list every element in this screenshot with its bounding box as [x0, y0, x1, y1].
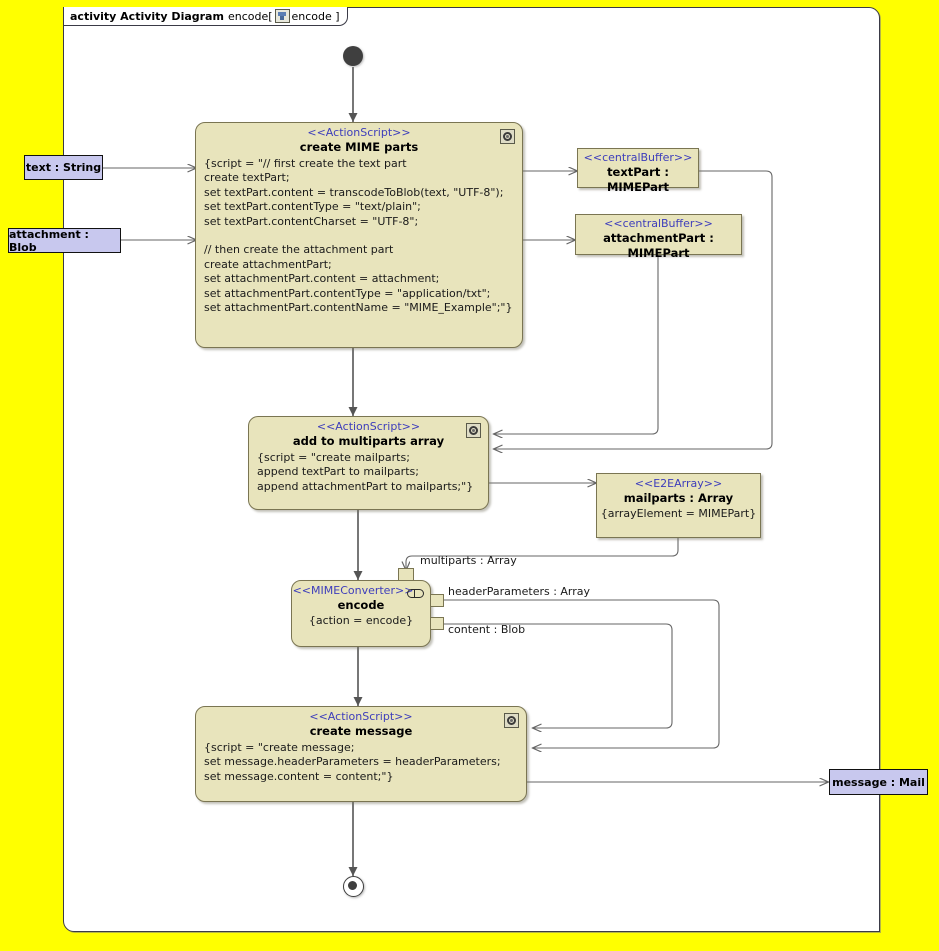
parameter-label: message : Mail — [832, 775, 925, 789]
node-title: add to multiparts array — [292, 434, 445, 448]
activity-parameter-text[interactable]: text : String — [24, 155, 103, 180]
node-script-body: {script = "// first create the text part… — [204, 157, 513, 315]
stereotype-e2earray: <<E2EArray>> — [634, 477, 723, 490]
node-body: {arrayElement = MIMEPart} — [600, 507, 757, 520]
diagram-frame-keyword: activity Activity Diagram — [70, 9, 224, 23]
node-script-body: {script = "create mailparts; append text… — [257, 451, 474, 493]
initial-node[interactable] — [343, 46, 363, 66]
activity-parameter-attachment[interactable]: attachment : Blob — [8, 227, 121, 254]
node-script-body: {script = "create message; set message.h… — [204, 741, 501, 783]
node-title: attachmentPart : MIMEPart — [603, 231, 714, 260]
object-node-mailparts-array[interactable]: <<E2EArray>> mailparts : Array {arrayEle… — [596, 473, 761, 538]
call-behavior-icon — [407, 588, 424, 598]
output-pin-headerparameters[interactable] — [430, 594, 444, 607]
pin-label-multiparts: multiparts : Array — [420, 554, 517, 567]
action-create-mime-parts[interactable]: <<ActionScript>> create MIME parts {scri… — [195, 122, 523, 348]
stereotype-actionscript: <<ActionScript>> — [307, 126, 411, 139]
pin-label-content: content : Blob — [448, 623, 526, 636]
stereotype-centralbuffer: <<centralBuffer>> — [604, 217, 713, 230]
central-buffer-textpart[interactable]: <<centralBuffer>> textPart : MIMEPart — [577, 148, 699, 194]
action-script-gear-icon — [466, 423, 481, 438]
action-script-gear-icon — [504, 713, 519, 728]
stereotype-actionscript: <<ActionScript>> — [309, 710, 413, 723]
node-title: create message — [309, 724, 413, 738]
activity-parameter-message[interactable]: message : Mail — [829, 769, 928, 795]
stereotype-centralbuffer: <<centralBuffer>> — [583, 151, 693, 164]
action-script-gear-icon — [500, 129, 515, 144]
node-title: textPart : MIMEPart — [606, 165, 670, 194]
stereotype-mimeconverter: <<MIMEConverter>> — [292, 584, 414, 597]
action-encode-mimeconverter[interactable]: <<MIMEConverter>> encode {action = encod… — [291, 580, 431, 647]
node-title: create MIME parts — [299, 140, 419, 154]
stereotype-actionscript: <<ActionScript>> — [316, 420, 421, 433]
node-title: mailparts : Array — [623, 491, 734, 505]
action-create-message[interactable]: <<ActionScript>> create message {script … — [195, 706, 527, 802]
input-pin-multiparts[interactable] — [398, 568, 414, 581]
parameter-label: text : String — [25, 161, 102, 174]
diagram-frame-tail: encode ] — [291, 9, 340, 23]
activity-final-node[interactable] — [343, 876, 364, 897]
diagram-frame-label[interactable]: activity Activity Diagram encode[ encode… — [64, 7, 348, 26]
node-title: encode — [337, 598, 385, 612]
central-buffer-attachmentpart[interactable]: <<centralBuffer>> attachmentPart : MIMEP… — [575, 214, 742, 260]
action-add-to-multiparts-array[interactable]: <<ActionScript>> add to multiparts array… — [248, 416, 489, 510]
pin-label-headerparameters: headerParameters : Array — [448, 585, 591, 598]
activity-diagram-icon — [274, 9, 290, 23]
node-body: {action = encode} — [308, 614, 414, 627]
parameter-label: attachment : Blob — [9, 227, 89, 254]
output-pin-content[interactable] — [430, 617, 444, 630]
diagram-frame-name: encode[ — [227, 9, 273, 23]
